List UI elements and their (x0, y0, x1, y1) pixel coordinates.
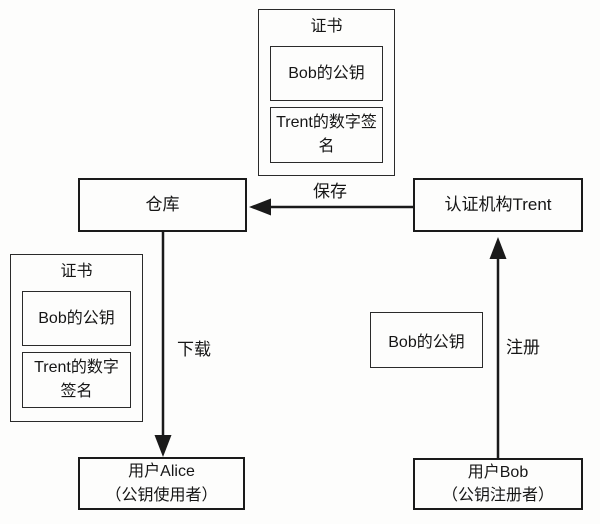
certificate-item-trent-signature: Trent的数字签名 (22, 352, 131, 408)
save-arrow (249, 198, 413, 216)
user-alice-label: 用户Alice (128, 463, 195, 481)
register-arrow-label: 注册 (506, 338, 540, 357)
bob-public-key-node: Bob的公钥 (370, 312, 483, 368)
download-arrow (154, 232, 172, 457)
user-bob-node: 用户Bob （公钥注册者） (413, 458, 583, 510)
user-alice-node: 用户Alice （公钥使用者） (78, 457, 245, 510)
certification-authority-node: 认证机构Trent (413, 178, 583, 232)
repository-node: 仓库 (78, 178, 247, 232)
user-bob-sublabel: （公钥注册者） (441, 487, 554, 504)
user-alice-sublabel: （公钥使用者） (105, 486, 218, 504)
certificate-item-bob-public-key: Bob的公钥 (22, 291, 131, 346)
certificate-item-bob-public-key: Bob的公钥 (270, 46, 383, 101)
user-bob-label: 用户Bob (467, 463, 529, 481)
certification-authority-label: 认证机构Trent (444, 194, 552, 214)
download-arrow-label: 下载 (177, 340, 211, 359)
certificate-title: 证书 (60, 263, 93, 280)
certificate-title: 证书 (310, 18, 343, 35)
certificate-item-trent-signature: Trent的数字签名 (270, 107, 383, 163)
bob-public-key-label: Bob的公钥 (388, 334, 465, 351)
certificate-box-left: 证书 Bob的公钥 Trent的数字签名 (10, 254, 143, 422)
save-arrow-label: 保存 (313, 182, 347, 201)
repository-label: 仓库 (145, 194, 180, 214)
register-arrow (489, 237, 507, 458)
certificate-box-top: 证书 Bob的公钥 Trent的数字签名 (258, 9, 395, 176)
